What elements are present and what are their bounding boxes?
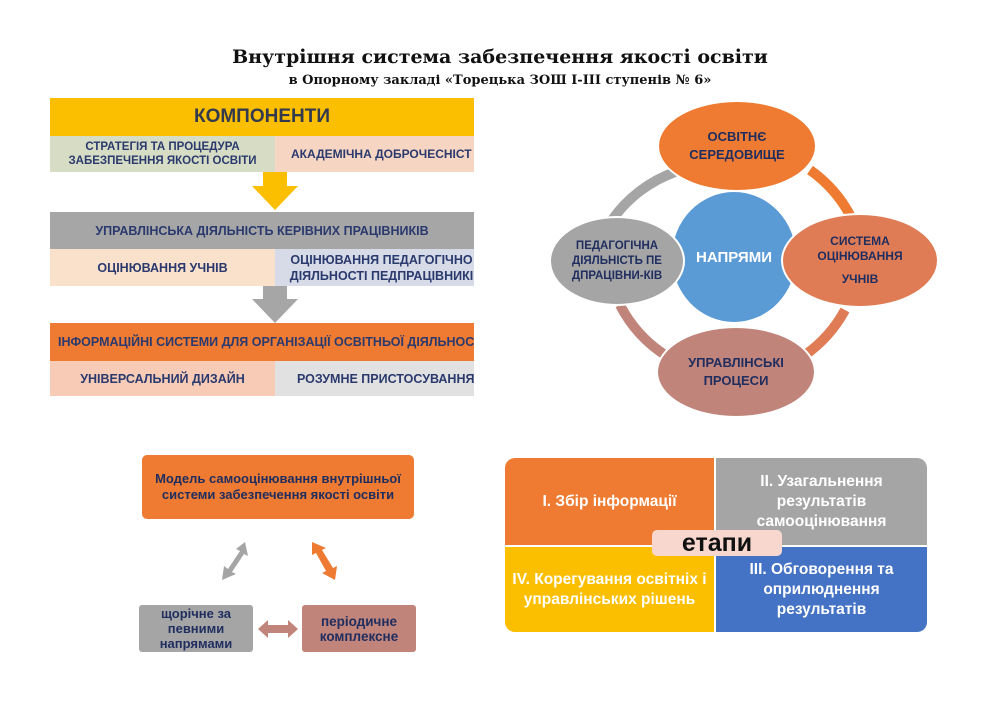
model-annual-box: щорічне за певними напрямами: [139, 605, 253, 652]
direction-assessment-line3: УЧНІВ: [841, 272, 879, 286]
components-heading: КОМПОНЕНТИ: [50, 98, 474, 136]
direction-assessment-system: СИСТЕМА ОЦІНЮВАННЯ УЧНІВ: [781, 213, 939, 308]
direction-pedagogical-activity: ПЕДАГОГІЧНА ДІЯЛЬНІСТЬ ПЕДПРАЦІВНИ-КІВ: [549, 216, 685, 306]
stage-1-label: І. Збір інформації: [542, 492, 677, 510]
component-reasonable-accommodation: РОЗУМНЕ ПРИСТОСУВАННЯ: [275, 361, 474, 396]
arrow-down-gray-icon: [252, 286, 298, 323]
component-universal-design: УНІВЕРСАЛЬНИЙ ДИЗАЙН: [50, 361, 275, 396]
stage-3-label: ІІІ. Обговорення та оприлюднення результ…: [749, 560, 894, 618]
stage-4-label: IV. Корегування освітніх і управлінських…: [512, 570, 707, 608]
bidirectional-arrow-gray-icon: [222, 542, 248, 580]
model-periodic-box: періодичне комплексне: [302, 605, 416, 652]
directions-center: НАПРЯМИ: [672, 192, 796, 322]
direction-management-processes: УПРАВЛІНСЬКІ ПРОЦЕСИ: [656, 326, 816, 418]
page-subtitle: в Опорному закладі «Торецька ЗОШ І-ІІІ с…: [288, 73, 712, 88]
component-teacher-assessment: ОЦІНЮВАННЯ ПЕДАГОГІЧНО ДІЯЛЬНОСТІ ПЕДПРА…: [275, 249, 474, 286]
bidirectional-arrow-orange-icon: [312, 542, 337, 580]
stage-3: ІІІ. Обговорення та оприлюднення результ…: [716, 547, 927, 632]
component-academic-integrity: АКАДЕМІЧНА ДОБРОЧЕСНІСТ: [275, 136, 474, 172]
direction-assessment-line2: ОЦІНЮВАННЯ: [817, 249, 903, 263]
component-strategy: СТРАТЕГІЯ ТА ПРОЦЕДУРА ЗАБЕЗПЕЧЕННЯ ЯКОС…: [50, 136, 275, 172]
stage-2-label: ІІ. Узагальнення результатів самооцінюва…: [756, 472, 887, 530]
direction-educational-environment: ОСВІТНЄ СЕРЕДОВИЩЕ: [657, 100, 817, 192]
stages-matrix: І. Збір інформації ІІ. Узагальнення резу…: [505, 458, 927, 632]
stage-4: IV. Корегування освітніх і управлінських…: [505, 547, 714, 632]
management-heading: УПРАВЛІНСЬКА ДІЯЛЬНІСТЬ КЕРІВНИХ ПРАЦІВН…: [50, 212, 474, 249]
direction-assessment-line1: СИСТЕМА: [830, 234, 890, 248]
info-systems-heading: ІНФОРМАЦІЙНІ СИСТЕМИ ДЛЯ ОРГАНІЗАЦІЇ ОСВ…: [50, 323, 474, 361]
bidirectional-arrow-horizontal-icon: [258, 620, 298, 638]
stage-2: ІІ. Узагальнення результатів самооцінюва…: [716, 458, 927, 545]
component-student-assessment: ОЦІНЮВАННЯ УЧНІВ: [50, 249, 275, 286]
arrow-down-yellow-icon: [252, 172, 298, 210]
page-title: Внутрішня система забезпечення якості ос…: [232, 46, 768, 68]
model-title-box: Модель самооцінювання внутрішньої систем…: [142, 455, 414, 519]
stages-center-label: етапи: [652, 529, 782, 557]
